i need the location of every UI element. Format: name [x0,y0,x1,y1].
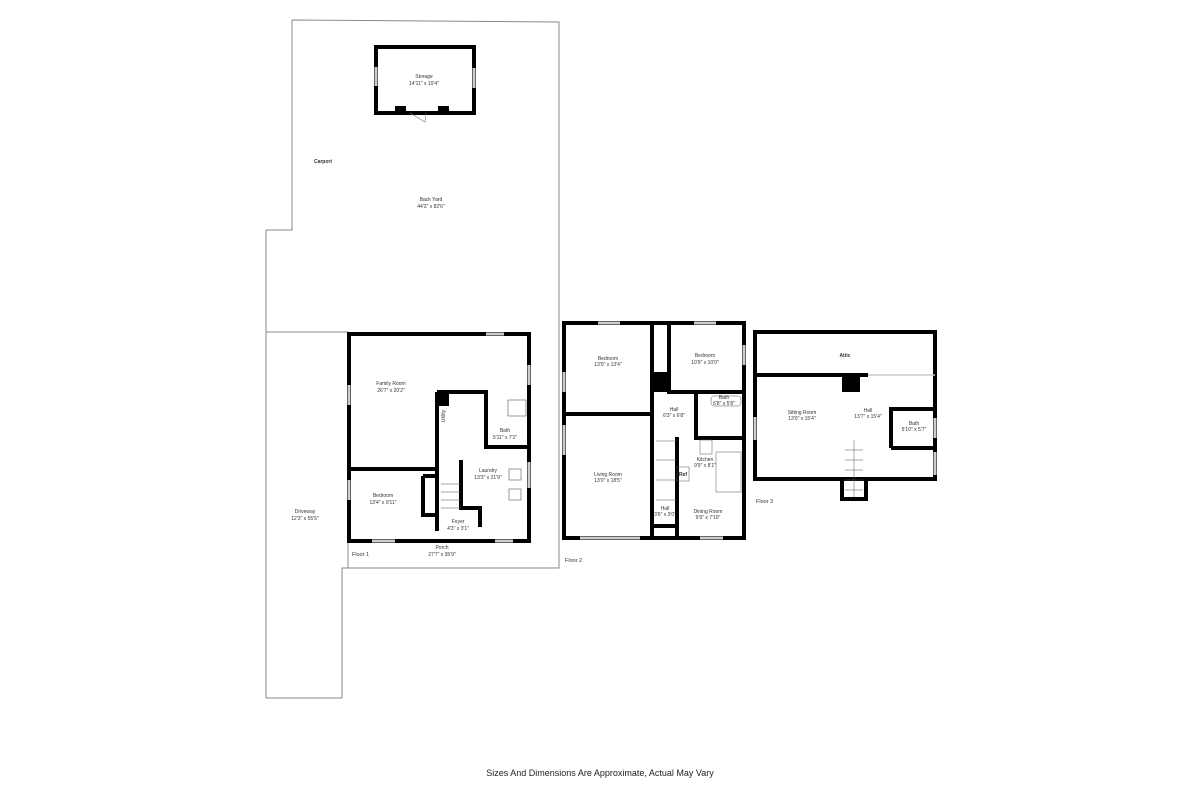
dining-room-name: Dining Room [694,509,723,515]
f2-bath-dim: 6'8" x 5'8" [713,401,735,407]
f1-bath-name: Bath [500,428,511,434]
dining-room-dim: 9'9" x 7'10" [696,515,721,521]
porch-name: Porch [435,545,448,551]
sitting-room-name: Sitting Room [788,410,817,416]
laundry-name: Laundry [479,468,498,474]
porch-dim: 27'7" x 35'9" [428,552,456,558]
f3-bath-name: Bath [909,421,920,427]
ref-label: Ref [679,472,687,478]
foyer-dim: 4'3" x 3'1" [447,526,469,532]
f1-bath-dim: 5'11" x 7'1" [493,435,517,441]
f2-hall2-dim: 3'6" x 3'0" [654,512,676,518]
laundry-dim: 13'3" x 21'9" [474,475,502,481]
floor1-walls [347,332,531,543]
attic-name: Attic [839,353,850,359]
back-yard-name: Back Yard [420,197,443,203]
f3-hall-name: Hall [864,408,873,414]
disclaimer: Sizes And Dimensions Are Approximate, Ac… [486,768,714,778]
f2-bedroom1-name: Bedroom [598,356,618,362]
living-room-dim: 13'0" x 18'5" [594,478,622,484]
f2-bedroom2-name: Bedroom [695,353,715,359]
floor2-walls [562,321,746,540]
storage-name: Storage [415,74,433,80]
f1-bedroom-dim: 13'4" x 9'11" [369,500,396,506]
kitchen-name: Kitchen [697,457,714,463]
foyer-name: Foyer [452,519,465,525]
family-room-dim: 26'7" x 20'2" [377,388,405,394]
kitchen-dim: 9'9" x 8'1" [694,463,716,469]
family-room-name: Family Room [376,381,405,387]
f2-bedroom2-dim: 10'9" x 10'0" [691,360,719,366]
floor3-label: Floor 3 [756,499,773,505]
f2-hall-dim: 6'3" x 6'8" [663,413,685,419]
floor3-walls [753,330,937,501]
carport-name: Carport [314,159,332,165]
storage-dim: 14'11" x 10'4" [409,81,439,87]
f2-hall-name: Hall [670,407,679,413]
f3-hall-dim: 13'7" x 15'4" [854,414,882,420]
floor2-label: Floor 2 [565,558,582,564]
driveway-dim: 12'3" x 55'5" [291,516,319,522]
f2-hall2-name: Hall [661,506,670,512]
back-yard-dim: 44'3" x 82'6" [417,204,445,210]
utility-name: Utility [441,409,447,422]
living-room-name: Living Room [594,472,622,478]
driveway-name: Driveway [295,509,316,515]
storage-building [374,45,476,123]
sitting-room-dim: 13'0" x 15'4" [788,416,816,422]
f2-bath-name: Bath [719,395,730,401]
floor1-label: Floor 1 [352,552,369,558]
back-yard-outline [265,19,560,569]
f2-bedroom1-dim: 13'0" x 13'4" [594,362,622,368]
f1-bedroom-name: Bedroom [373,493,393,499]
f3-bath-dim: 5'10" x 5'7" [902,427,927,433]
driveway-outline [265,332,531,699]
